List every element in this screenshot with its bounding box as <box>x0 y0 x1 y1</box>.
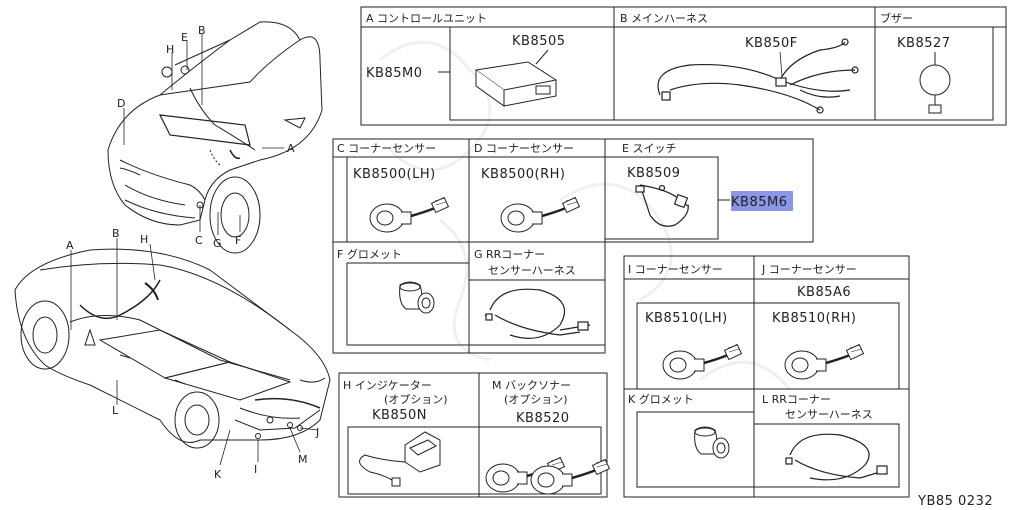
front-label-b: B <box>198 24 206 37</box>
section-i[interactable]: I コーナーセンサー KB8510(LH) <box>628 263 743 381</box>
section-h-title-line2: (オプション) <box>384 393 448 406</box>
section-a-title: A コントロールユニット <box>366 12 487 25</box>
section-f-title: F グロメット <box>337 247 402 261</box>
section-k-title: K グロメット <box>628 392 694 406</box>
ref-code-kb85a6: KB85A6 <box>797 285 851 300</box>
section-m-title-line1: M バックソナー <box>492 379 571 392</box>
front-label-e: E <box>181 31 188 44</box>
front-label-f: F <box>235 234 241 247</box>
rear-car-labels: A B H L K I M J <box>66 227 319 481</box>
panel-right <box>623 255 910 498</box>
footer-code: YB85 0232 <box>917 494 993 509</box>
section-c[interactable]: C コーナーセンサー KB8500(LH) <box>337 142 450 234</box>
section-d-title: D コーナーセンサー <box>474 142 574 155</box>
panel-top <box>360 6 1007 126</box>
back-sonar-sensor-2 <box>529 458 611 496</box>
grommet-k-image <box>694 426 730 459</box>
section-i-title: I コーナーセンサー <box>628 263 723 276</box>
section-l-title-line1: L RRコーナー <box>762 393 831 406</box>
control-unit-image <box>474 49 558 107</box>
part-number-kb8509: KB8509 <box>627 166 681 181</box>
rear-label-j: J <box>315 426 319 439</box>
corner-sensor-d-image <box>499 196 581 234</box>
section-d[interactable]: D コーナーセンサー KB8500(RH) <box>474 142 581 234</box>
indicator-image <box>359 431 441 487</box>
part-number-kb850n: KB850N <box>372 408 427 423</box>
section-l[interactable]: L RRコーナー センサーハーネス <box>762 393 888 481</box>
front-label-h: H <box>166 43 174 56</box>
section-buzzer[interactable]: ブザー KB8527 <box>880 11 951 114</box>
section-c-title: C コーナーセンサー <box>337 142 436 155</box>
panel-middle <box>332 138 814 354</box>
front-label-c: C <box>195 234 203 247</box>
front-label-a: A <box>287 142 295 155</box>
rear-car-callouts <box>70 238 319 466</box>
section-b-title: B メインハーネス <box>620 12 708 25</box>
part-number-kb8500-lh: KB8500(LH) <box>353 167 436 182</box>
rear-label-b: B <box>112 227 120 240</box>
front-car-callouts <box>123 34 284 235</box>
part-number-kb8520: KB8520 <box>516 411 570 426</box>
section-b[interactable]: B メインハーネス KB850F <box>620 12 859 114</box>
switch-image <box>635 184 689 227</box>
ref-code-kb85m6[interactable]: KB85M6 <box>731 195 787 210</box>
part-number-kb8505: KB8505 <box>512 34 566 49</box>
section-h-title-line1: H インジケーター <box>343 379 432 392</box>
section-l-title-line2: センサーハーネス <box>785 408 873 421</box>
section-j[interactable]: J コーナーセンサー KB85A6 KB8510(RH) <box>761 263 865 381</box>
section-h[interactable]: H インジケーター (オプション) KB850N <box>343 379 448 487</box>
section-m[interactable]: M バックソナー (オプション) KB8520 <box>484 379 611 496</box>
part-number-kb8510-lh: KB8510(LH) <box>645 311 728 326</box>
corner-sensor-c-image <box>368 196 450 234</box>
section-g[interactable]: G RRコーナー センサーハーネス <box>474 248 591 339</box>
section-g-title-line2: センサーハーネス <box>488 264 576 277</box>
part-number-kb8510-rh: KB8510(RH) <box>772 311 856 326</box>
corner-sensor-i-image <box>661 343 743 381</box>
rr-corner-harness-l-image <box>785 433 888 481</box>
part-number-kb8500-rh: KB8500(RH) <box>481 167 565 182</box>
rear-label-l: L <box>112 404 119 417</box>
rear-label-h: H <box>140 233 148 246</box>
main-harness-image <box>657 38 859 114</box>
part-number-kb850f: KB850F <box>745 36 798 51</box>
section-e[interactable]: E スイッチ KB8509 <box>622 142 689 227</box>
part-number-kb8527: KB8527 <box>897 36 951 51</box>
watermark <box>379 40 792 391</box>
section-k[interactable]: K グロメット <box>628 392 730 459</box>
corner-sensor-j-image <box>783 343 865 381</box>
ref-code-kb85m0: KB85M0 <box>366 66 422 81</box>
section-g-title-line1: G RRコーナー <box>474 248 545 261</box>
section-j-title: J コーナーセンサー <box>761 263 857 276</box>
rear-label-i: I <box>254 463 257 476</box>
highlight-kb85m6[interactable] <box>731 191 793 211</box>
rear-label-m: M <box>298 453 308 466</box>
rear-label-k: K <box>214 468 222 481</box>
section-e-title: E スイッチ <box>622 142 676 155</box>
section-a[interactable]: A コントロールユニット KB8505 KB85M0 <box>366 12 566 107</box>
rear-label-a: A <box>66 239 74 252</box>
section-buzzer-title: ブザー <box>880 11 913 25</box>
front-car-illustration <box>107 21 323 254</box>
front-label-g: G <box>213 237 222 250</box>
front-label-d: D <box>117 97 125 110</box>
front-car-labels: H E B D A C G F <box>117 24 295 250</box>
grommet-f-image <box>399 281 435 314</box>
section-m-title-line2: (オプション) <box>504 393 568 406</box>
rear-car-illustration <box>14 248 331 449</box>
buzzer-image <box>919 52 951 114</box>
section-f[interactable]: F グロメット <box>337 247 435 314</box>
rr-corner-harness-g-image <box>484 288 591 339</box>
panel-bottom <box>338 372 608 498</box>
